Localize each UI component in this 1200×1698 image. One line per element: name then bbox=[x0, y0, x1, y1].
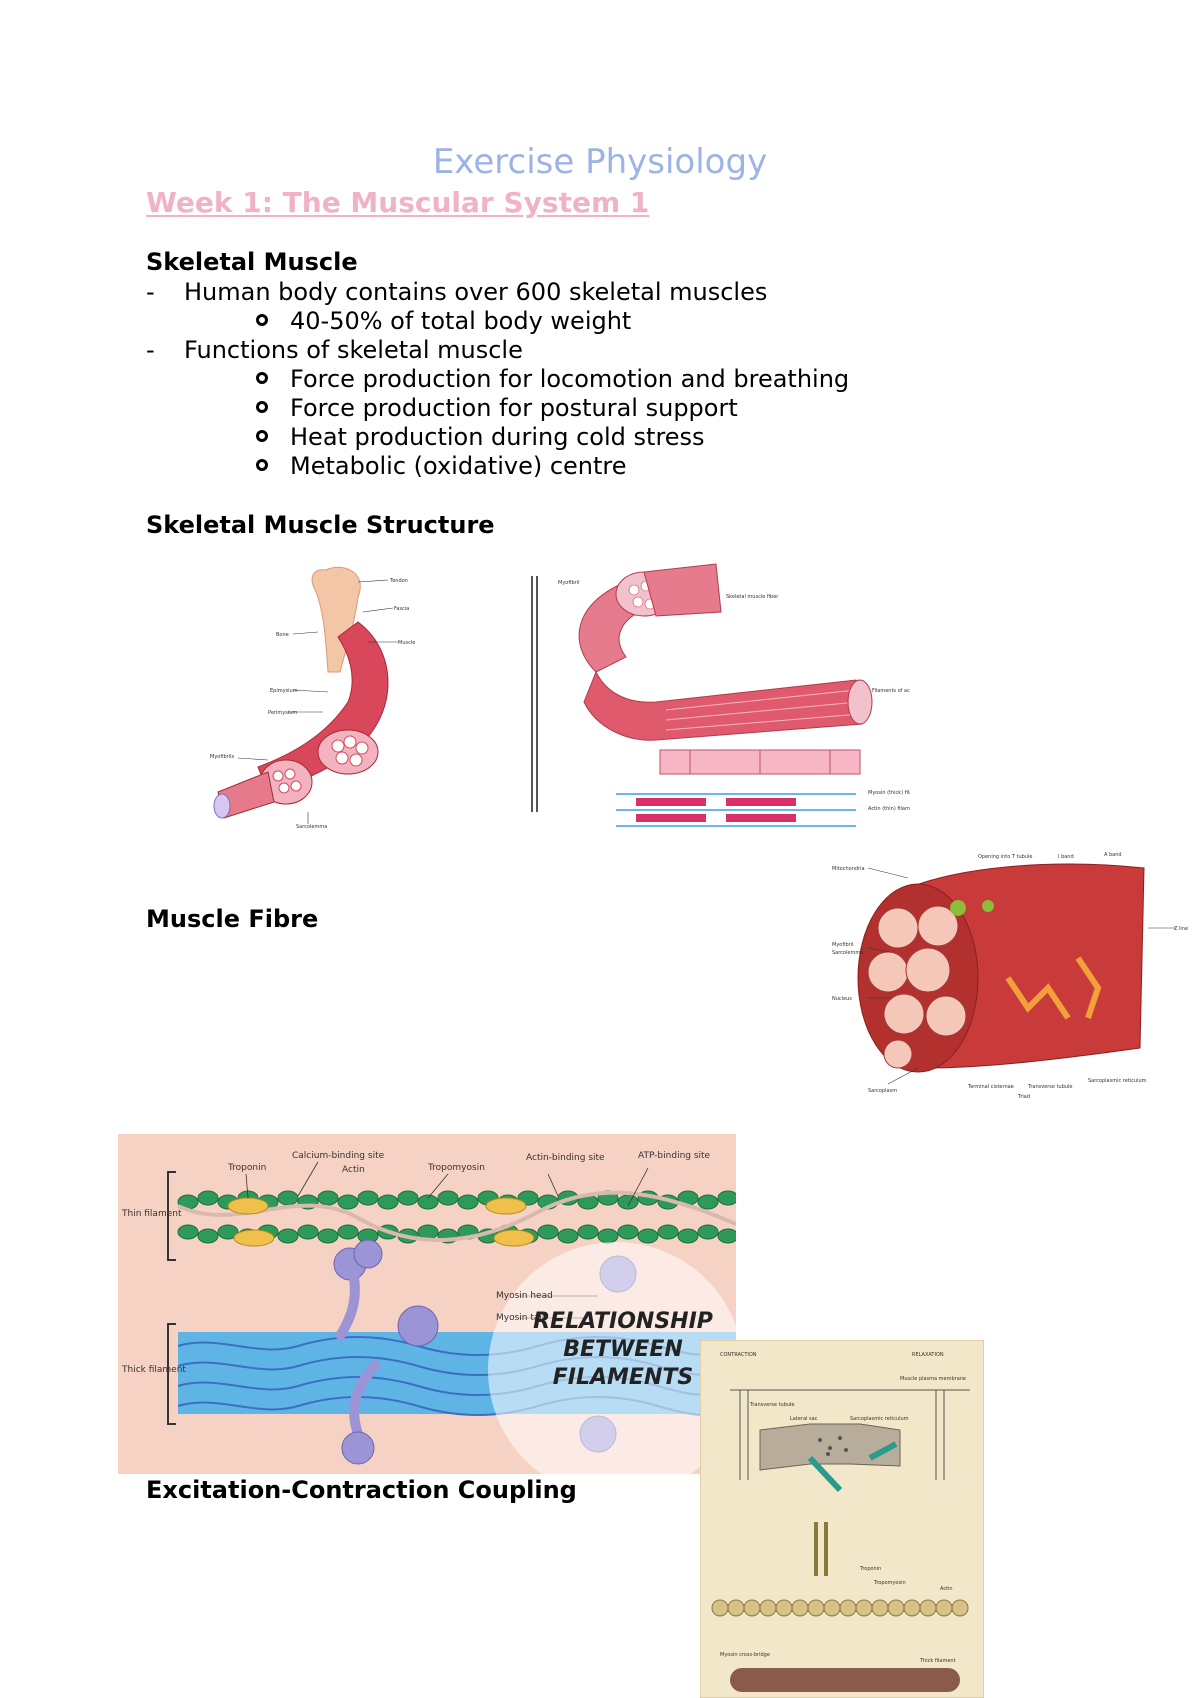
label-myosin-head: Myosin head bbox=[496, 1291, 553, 1301]
dash-marker: - bbox=[146, 336, 155, 364]
circle-bullet-icon bbox=[256, 430, 268, 442]
sub-list-item: Force production for postural support bbox=[256, 394, 738, 422]
overlay-circle bbox=[488, 1242, 736, 1474]
ec-label-contraction: CONTRACTION bbox=[720, 1352, 757, 1358]
circle-bullet-icon bbox=[256, 401, 268, 413]
svg-text:Sarcolemma: Sarcolemma bbox=[832, 950, 863, 956]
heading-skeletal-muscle: Skeletal Muscle bbox=[146, 248, 358, 276]
figure-divider bbox=[531, 576, 533, 812]
label-myosin-tail: Myosin tail bbox=[496, 1313, 544, 1323]
svg-text:Epimysium: Epimysium bbox=[270, 688, 298, 694]
list-item-text: Functions of skeletal muscle bbox=[184, 336, 523, 364]
svg-text:Z line: Z line bbox=[1174, 926, 1188, 932]
figure-divider bbox=[536, 576, 538, 812]
label-atp-binding: ATP-binding site bbox=[638, 1151, 711, 1161]
sub-list-item-text: Metabolic (oxidative) centre bbox=[290, 452, 627, 480]
svg-text:Myofibrils: Myofibrils bbox=[210, 754, 234, 760]
svg-text:Triad: Triad bbox=[1017, 1094, 1030, 1100]
svg-text:Myosin (thick) filament: Myosin (thick) filament bbox=[868, 790, 910, 796]
sub-list-item: 40-50% of total body weight bbox=[256, 307, 631, 335]
heading-muscle-fibre: Muscle Fibre bbox=[146, 905, 319, 933]
sub-list-item-text: Force production for locomotion and brea… bbox=[290, 365, 850, 393]
svg-text:Sarcolemma: Sarcolemma bbox=[296, 824, 327, 830]
svg-text:I band: I band bbox=[1058, 854, 1074, 860]
ec-label-tropomyosin: Tropomyosin bbox=[873, 1580, 906, 1586]
ec-label-membrane: Muscle plasma membrane bbox=[900, 1376, 966, 1382]
label-actin: Actin bbox=[342, 1165, 365, 1175]
sub-list-item: Metabolic (oxidative) centre bbox=[256, 452, 627, 480]
ec-background bbox=[700, 1340, 984, 1698]
svg-text:Myofibril: Myofibril bbox=[832, 942, 854, 948]
svg-text:Mitochondria: Mitochondria bbox=[832, 866, 865, 872]
list-item-text: Human body contains over 600 skeletal mu… bbox=[184, 278, 768, 306]
svg-text:Actin (thin) filament: Actin (thin) filament bbox=[868, 806, 910, 812]
ec-label-thick: Thick filament bbox=[919, 1658, 956, 1664]
ec-label-myosin-cb: Myosin cross-bridge bbox=[720, 1652, 770, 1658]
svg-text:Sarcoplasmic reticulum: Sarcoplasmic reticulum bbox=[1088, 1078, 1147, 1084]
list-item: - Human body contains over 600 skeletal m… bbox=[146, 278, 767, 306]
circle-bullet-icon bbox=[256, 314, 268, 326]
dash-marker: - bbox=[146, 278, 155, 306]
ec-label-relaxation: RELAXATION bbox=[912, 1352, 944, 1358]
ec-label-actin: Actin bbox=[940, 1586, 953, 1592]
svg-text:Opening into T tubule: Opening into T tubule bbox=[978, 854, 1032, 860]
svg-text:Tendon: Tendon bbox=[389, 578, 408, 584]
overlay-text-line: RELATIONSHIP bbox=[533, 1309, 713, 1334]
sub-list-item-text: Heat production during cold stress bbox=[290, 423, 705, 451]
svg-text:Nucleus: Nucleus bbox=[832, 996, 852, 1002]
sub-list-item: Heat production during cold stress bbox=[256, 423, 705, 451]
ec-coupling-figure: CONTRACTION RELAXATION Muscle plasma mem… bbox=[700, 1340, 984, 1698]
ec-label-lateral-sac: Lateral sac bbox=[790, 1416, 818, 1422]
label-tropomyosin: Tropomyosin bbox=[427, 1163, 485, 1173]
circle-bullet-icon bbox=[256, 459, 268, 471]
svg-text:Sarcoplasm: Sarcoplasm bbox=[868, 1088, 897, 1094]
page-subtitle: Week 1: The Muscular System 1 bbox=[146, 186, 650, 219]
label-thick-filament: Thick filament bbox=[121, 1365, 186, 1375]
sub-list-item-text: 40-50% of total body weight bbox=[290, 307, 632, 335]
svg-text:Muscle: Muscle bbox=[398, 640, 415, 646]
filaments-figure: Troponin Calcium-binding site Actin Trop… bbox=[118, 1134, 736, 1474]
svg-text:Skeletal muscle fiber: Skeletal muscle fiber bbox=[726, 594, 779, 600]
sub-list-item-text: Force production for postural support bbox=[290, 394, 738, 422]
ec-label-t-tubule: Transverse tubule bbox=[749, 1402, 795, 1408]
label-troponin: Troponin bbox=[227, 1163, 266, 1173]
label-thin-filament: Thin filament bbox=[121, 1209, 182, 1219]
circle-bullet-icon bbox=[256, 372, 268, 384]
overlay-text-line: FILAMENTS bbox=[553, 1365, 693, 1390]
list-item: - Functions of skeletal muscle bbox=[146, 336, 523, 364]
label-actin-binding: Actin-binding site bbox=[526, 1153, 605, 1163]
svg-text:Bone: Bone bbox=[276, 632, 289, 638]
svg-text:Filaments of actin: Filaments of actin bbox=[872, 688, 910, 694]
ec-label-sr: Sarcoplasmic reticulum bbox=[850, 1416, 909, 1422]
label-calcium-site: Calcium-binding site bbox=[292, 1151, 385, 1161]
ec-label-troponin: Troponin bbox=[859, 1566, 881, 1572]
svg-text:A band: A band bbox=[1104, 852, 1122, 858]
page-title: Exercise Physiology bbox=[432, 142, 768, 182]
overlay-text-line: BETWEEN bbox=[563, 1337, 683, 1362]
svg-text:Terminal cisternae: Terminal cisternae bbox=[967, 1084, 1014, 1090]
svg-text:Myofibril: Myofibril bbox=[558, 580, 580, 586]
sub-list-item: Force production for locomotion and brea… bbox=[256, 365, 849, 393]
svg-text:Perimysium: Perimysium bbox=[268, 710, 297, 716]
svg-text:Transverse tubule: Transverse tubule bbox=[1027, 1084, 1073, 1090]
heading-muscle-structure: Skeletal Muscle Structure bbox=[146, 511, 495, 539]
svg-text:Fascia: Fascia bbox=[394, 606, 409, 612]
heading-ec-coupling: Excitation-Contraction Coupling bbox=[146, 1476, 577, 1504]
